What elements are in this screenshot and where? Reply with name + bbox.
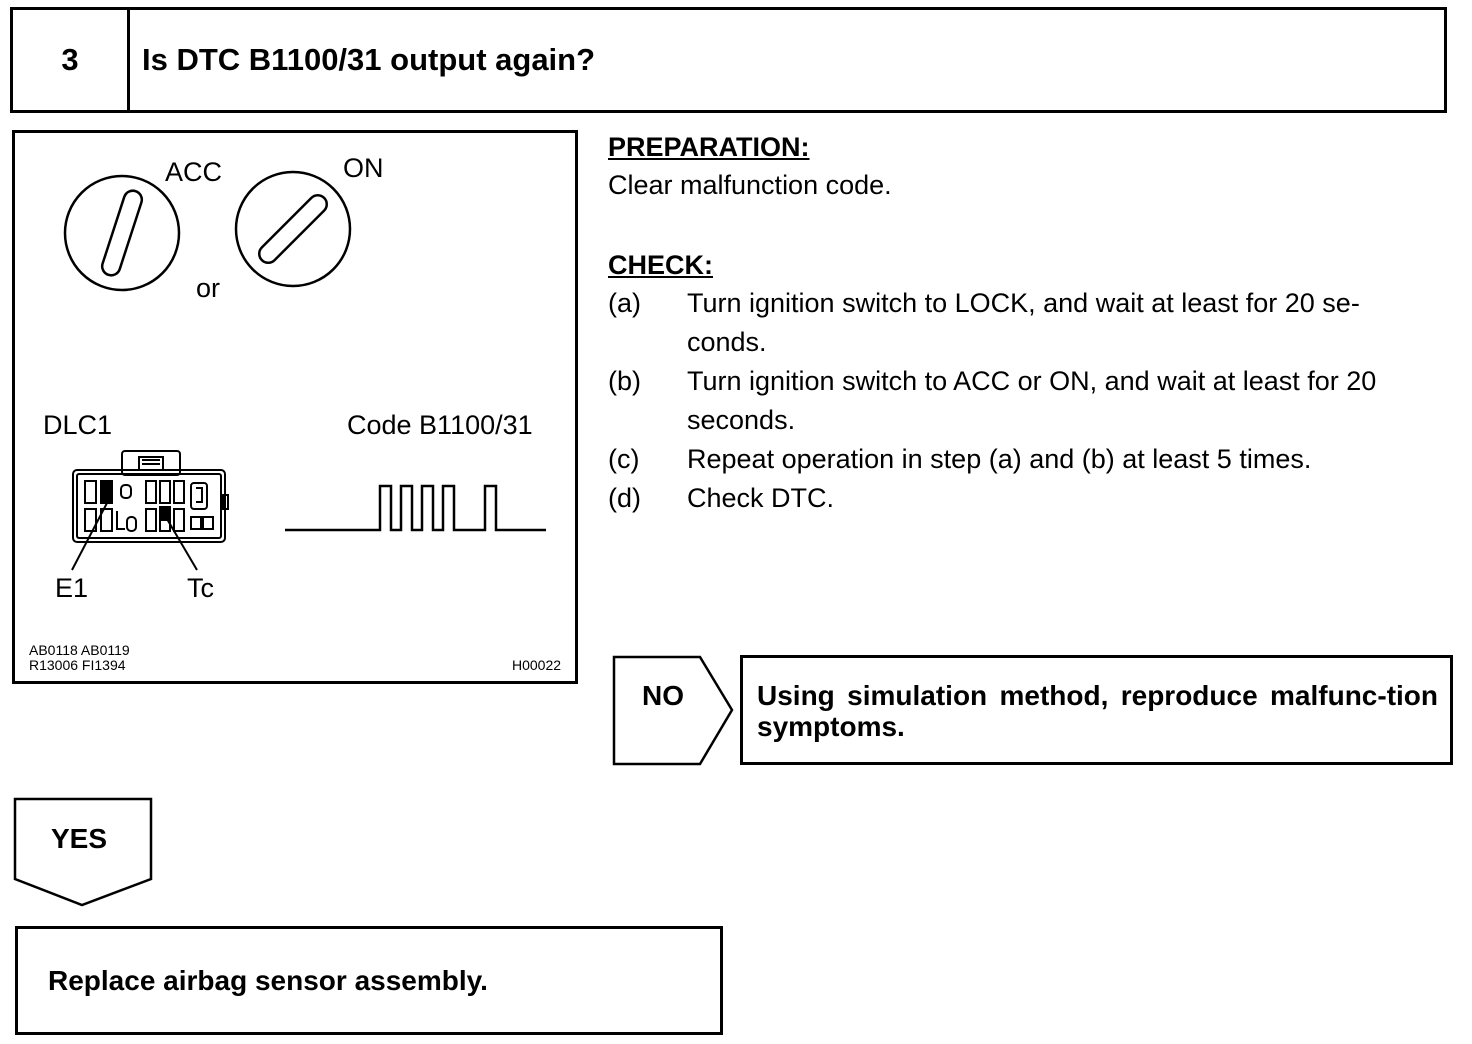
figure-ref-code: H00022: [512, 657, 562, 673]
yes-arrow-tag: [13, 797, 153, 907]
on-key-cylinder-icon: [234, 170, 352, 288]
check-item-marker: (c): [608, 444, 640, 474]
check-item-text: Repeat operation in step (a) and (b) at …: [687, 444, 1312, 474]
e1-label: E1: [55, 573, 89, 603]
check-item-text-cont: conds.: [687, 327, 767, 357]
check-heading: CHECK:: [608, 250, 713, 280]
check-item-marker: (a): [608, 288, 641, 318]
figure-ref-line2: R13006 FI1394: [29, 657, 126, 673]
on-label: ON: [343, 153, 384, 183]
no-result-box: Using simulation method, reproduce malfu…: [740, 655, 1453, 765]
figure-ref-line1: AB0118 AB0119: [29, 642, 130, 658]
dlc1-label: DLC1: [43, 410, 113, 440]
step-header: 3 Is DTC B1100/31 output again?: [10, 7, 1447, 113]
or-label: or: [196, 273, 221, 303]
check-item: (c) Repeat operation in step (a) and (b)…: [608, 440, 1456, 479]
dlc1-connector-icon: [72, 450, 229, 543]
code-waveform-icon: [285, 484, 546, 532]
check-item: (d) Check DTC.: [608, 479, 1456, 518]
step-number: 3: [13, 10, 130, 110]
tc-leader-line: [166, 518, 198, 571]
preparation-heading: PREPARATION:: [608, 132, 810, 162]
no-arrow-tag: [612, 655, 734, 766]
check-item: (a) Turn ignition switch to LOCK, and wa…: [608, 284, 1456, 362]
check-item-text-cont: seconds.: [687, 405, 796, 435]
no-label: NO: [642, 680, 684, 711]
preparation-text: Clear malfunction code.: [608, 170, 892, 200]
yes-label: YES: [51, 823, 108, 854]
code-label: Code B1100/31: [347, 410, 533, 440]
acc-key-cylinder-icon: [63, 174, 181, 292]
check-item: (b) Turn ignition switch to ACC or ON, a…: [608, 362, 1456, 440]
check-item-text: Turn ignition switch to LOCK, and wait a…: [687, 288, 1360, 318]
check-item-marker: (d): [608, 483, 641, 513]
step-question: Is DTC B1100/31 output again?: [142, 42, 596, 77]
acc-label: ACC: [165, 157, 223, 187]
illustration-drawing: [63, 170, 546, 571]
check-item-text: Turn ignition switch to ACC or ON, and w…: [687, 366, 1377, 396]
check-list: (a) Turn ignition switch to LOCK, and wa…: [608, 284, 1456, 518]
yes-result-box: Replace airbag sensor assembly.: [15, 926, 723, 1035]
e1-leader-line: [71, 502, 108, 571]
tc-label: Tc: [187, 573, 214, 603]
instructions: PREPARATION: Clear malfunction code. CHE…: [608, 128, 1456, 518]
check-item-marker: (b): [608, 366, 641, 396]
check-item-text: Check DTC.: [687, 483, 835, 513]
illustration-figure: ACC ON or DLC1 Code B1100/31 E1 Tc AB011…: [12, 130, 578, 684]
